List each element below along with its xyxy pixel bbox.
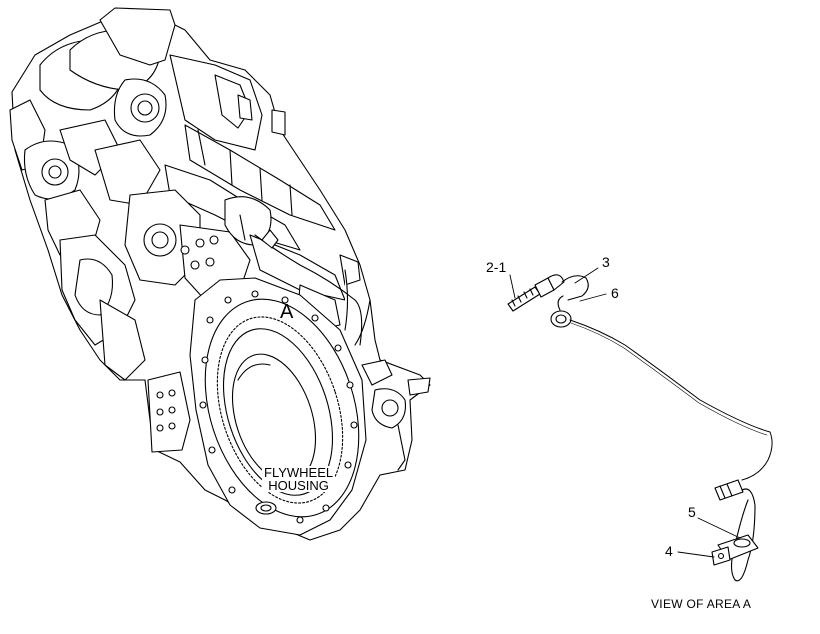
sensor-assembly — [507, 267, 773, 582]
callout-6: 6 — [611, 285, 619, 301]
callout-5: 5 — [688, 504, 696, 520]
callout-3: 3 — [602, 254, 610, 270]
speed-sensor-probe — [507, 286, 541, 312]
flywheel-label-line1: FLYWHEEL — [264, 465, 334, 480]
flywheel-housing — [189, 277, 367, 536]
flywheel-housing-label: FLYWHEEL HOUSING — [262, 465, 336, 493]
sensor-cable — [569, 319, 773, 481]
callout-4: 4 — [665, 543, 673, 559]
retaining-clip — [561, 275, 589, 301]
view-caption: VIEW OF AREA A — [651, 597, 752, 611]
engine-assembly — [9, 7, 431, 541]
area-marker: A — [280, 301, 294, 323]
flywheel-label-line2: HOUSING — [268, 478, 329, 493]
callout-2-1: 2-1 — [486, 259, 507, 275]
